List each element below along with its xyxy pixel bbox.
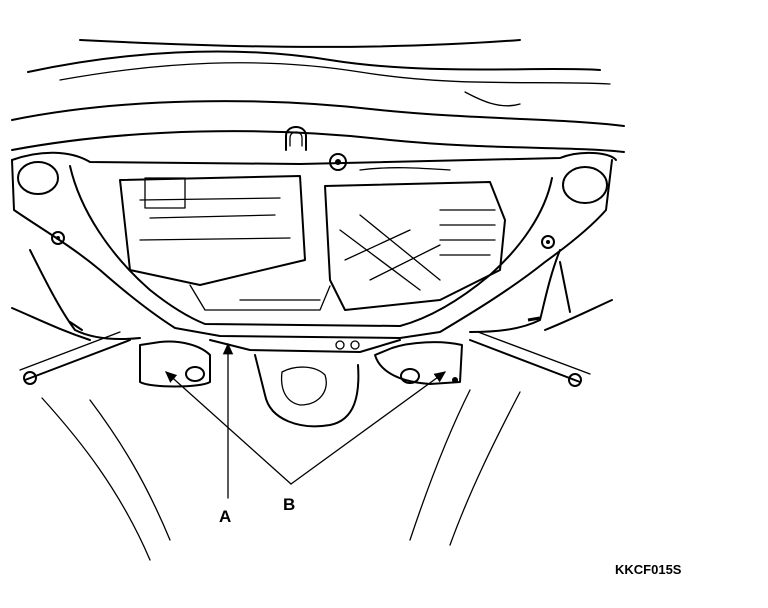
top-harness — [359, 167, 451, 171]
figure-code: KKCF015S — [615, 562, 682, 577]
transmission — [324, 181, 506, 311]
label-a: A — [219, 507, 232, 526]
callout-b-line-right — [290, 371, 447, 485]
upper-body-lines — [11, 39, 625, 153]
callout-b-line-left — [165, 371, 292, 485]
lower-mount — [209, 339, 401, 428]
right-mount-hole — [562, 166, 608, 204]
right-control-arm — [409, 249, 613, 546]
left-control-arm — [11, 249, 171, 561]
top-bolt — [329, 153, 347, 171]
engine-components — [119, 175, 331, 311]
left-bracket — [139, 340, 211, 388]
left-mount-hole — [17, 161, 59, 195]
right-bracket — [374, 341, 463, 385]
right-upper-bolt — [541, 235, 555, 249]
hook-bracket — [285, 126, 307, 151]
callout-lines — [165, 342, 447, 499]
label-b: B — [283, 495, 296, 514]
left-upper-bolt — [51, 231, 65, 245]
